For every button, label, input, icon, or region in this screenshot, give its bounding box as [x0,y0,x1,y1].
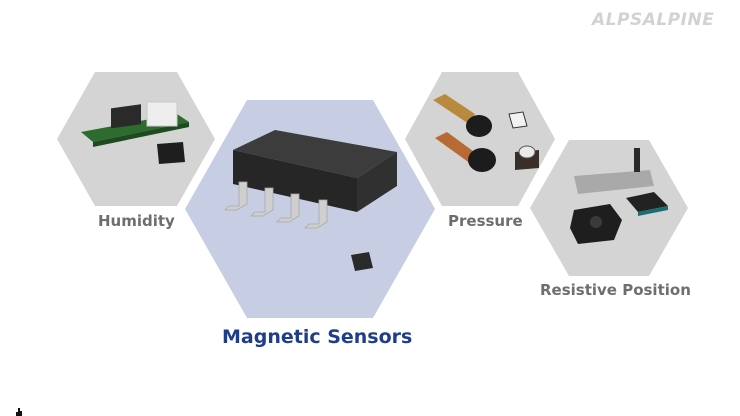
pressure-label[interactable]: Pressure [448,212,523,230]
humidity-label[interactable]: Humidity [98,212,175,230]
mouse-cursor-icon [16,408,22,416]
magnetic-sensors-label[interactable]: Magnetic Sensors [222,326,413,348]
pressure-sensor-image [405,72,555,206]
resistive-position-sensor-image [530,140,688,276]
magnetic-sensors-hexagon[interactable] [185,100,435,318]
humidity-sensor-module-image [57,72,215,206]
resistive-position-hexagon[interactable] [530,140,688,276]
humidity-hexagon[interactable] [57,72,215,206]
resistive-position-label[interactable]: Resistive Position [540,281,691,299]
pressure-hexagon[interactable] [405,72,555,206]
alpsalpine-logo: ALPSALPINE [592,10,715,30]
magnetic-sensor-ic-image [185,100,435,318]
